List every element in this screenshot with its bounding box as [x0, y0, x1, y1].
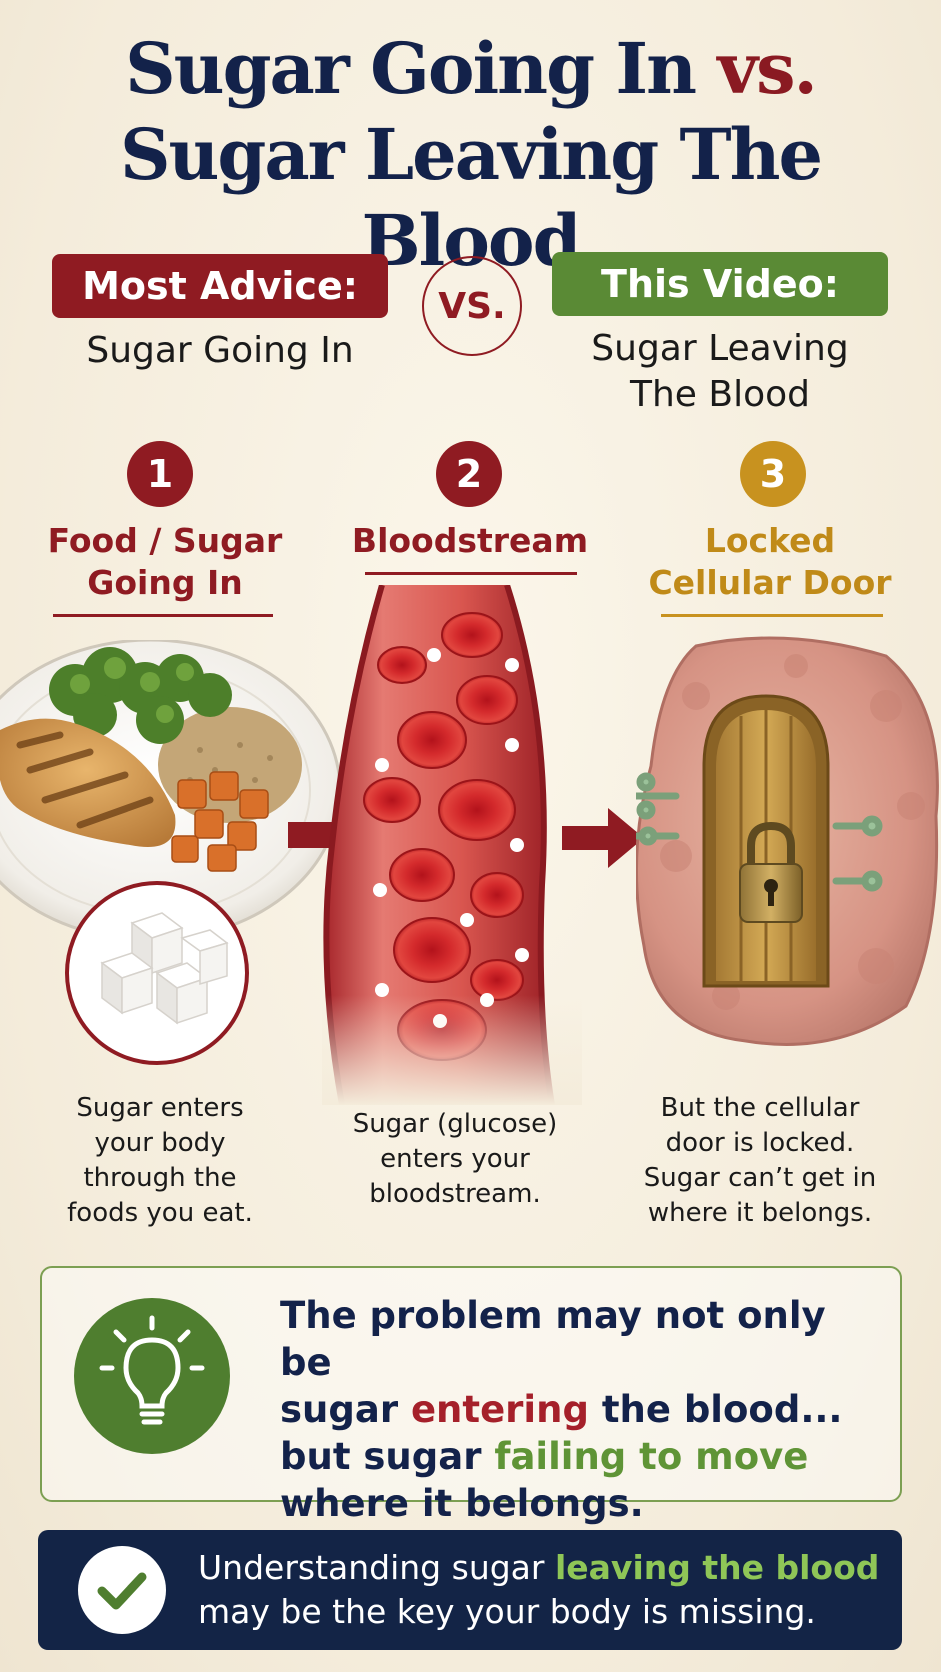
- title-line-1: Sugar Going In vs.: [125, 27, 818, 110]
- key-takeaway-text: Understanding sugar leaving the blood ma…: [198, 1548, 880, 1631]
- title-vs: vs.: [717, 27, 817, 110]
- failing-highlight: failing to move: [494, 1435, 809, 1478]
- step-2-number: 2: [436, 441, 502, 507]
- step-3-number: 3: [740, 441, 806, 507]
- locked-cell-door-icon: [636, 636, 939, 1046]
- check-icon: [97, 1572, 147, 1610]
- arrow-right-icon: [562, 808, 644, 868]
- leaving-blood-highlight: leaving the blood: [554, 1548, 880, 1587]
- step-2-description: Sugar (glucose) enters your bloodstream.: [352, 1109, 558, 1209]
- step-2-title: Bloodstream: [351, 521, 589, 560]
- title-line-2: Sugar Leaving The Blood: [119, 113, 823, 282]
- lightbulb-icon-badge: [74, 1298, 230, 1454]
- most-advice-label: Most Advice:: [52, 254, 388, 318]
- entering-highlight: entering: [410, 1388, 589, 1431]
- most-advice-subtitle: Sugar Going In: [86, 330, 354, 371]
- step-1-description: Sugar enters your body through the foods…: [67, 1093, 253, 1228]
- step-1-title: Food / Sugar Going In: [47, 521, 283, 602]
- blood-vessel-icon: [322, 585, 582, 1105]
- page-title: Sugar Going In vs. Sugar Leaving The Blo…: [0, 26, 941, 284]
- step-3-title: Locked Cellular Door: [648, 521, 892, 602]
- step-3-description: But the cellular door is locked. Sugar c…: [643, 1093, 877, 1228]
- vs-badge: VS.: [422, 256, 522, 356]
- lightbulb-icon: [99, 1315, 205, 1425]
- step-3-underline: [661, 614, 883, 617]
- key-takeaway-banner: [38, 1530, 902, 1650]
- step-1-number: 1: [127, 441, 193, 507]
- plate-of-food-icon: [0, 640, 340, 942]
- problem-statement: The problem may not only be sugar enteri…: [280, 1294, 843, 1525]
- step-1-underline: [53, 614, 273, 617]
- this-video-subtitle: Sugar Leaving The Blood: [591, 328, 849, 415]
- check-icon-badge: [78, 1546, 166, 1634]
- this-video-label: This Video:: [552, 252, 888, 316]
- step-2-underline: [365, 572, 577, 575]
- sugar-cubes-icon: [65, 881, 249, 1065]
